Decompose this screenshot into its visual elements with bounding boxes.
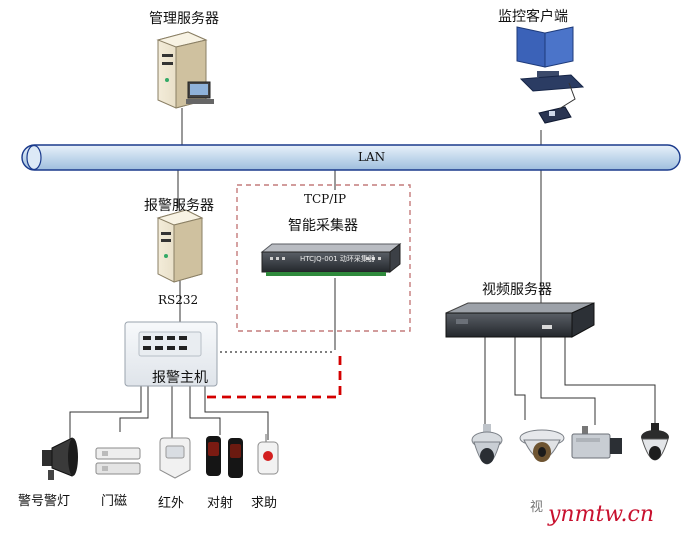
door-magnet-icon (95, 447, 141, 475)
monitor-client-label: 监控客户端 (498, 9, 568, 25)
lan-backbone (21, 144, 681, 171)
sensor-label-panic: 求助 (251, 496, 278, 511)
lan-label: LAN (358, 150, 386, 164)
sensor-label-door: 门磁 (101, 494, 128, 509)
box-camera-icon (571, 426, 622, 459)
panic-button-icon (257, 434, 279, 475)
alarm-server-label: 报警服务器 (144, 198, 214, 214)
video-server-label: 视频服务器 (482, 282, 552, 298)
pir-sensor-icon (159, 437, 191, 479)
alarm-panel-icon (124, 321, 218, 387)
collector-device-icon (260, 242, 402, 276)
sensor-label-pir: 红外 (158, 496, 185, 511)
collector-dashed-box (236, 184, 411, 332)
tcpip-label: TCP/IP (304, 192, 347, 206)
collector-device-text: HTCJQ-001 动环采集器 (300, 255, 375, 263)
camera-partial-label: 视 (530, 500, 544, 515)
connection-lines (69, 108, 656, 440)
sensor-label-beam: 对射 (207, 496, 234, 511)
server-tower-icon (156, 209, 204, 283)
sensor-label-siren: 警号警灯 (18, 494, 71, 509)
dome-camera-icon (519, 429, 565, 462)
video-server-icon (445, 302, 595, 338)
red-dashed-link (207, 352, 342, 399)
monitor-workstation-icon (516, 26, 585, 124)
rs232-label: RS232 (158, 293, 199, 307)
management-server-label: 管理服务器 (149, 11, 219, 27)
collector-label: 智能采集器 (288, 218, 358, 234)
beam-detector-icon (206, 436, 243, 478)
watermark: ynmtw.cn (548, 502, 655, 527)
siren-icon (42, 437, 78, 480)
speed-dome-icon (641, 423, 669, 461)
alarm-host-label: 报警主机 (152, 370, 208, 386)
speed-dome-icon (471, 424, 503, 465)
server-tower-icon (156, 31, 214, 109)
